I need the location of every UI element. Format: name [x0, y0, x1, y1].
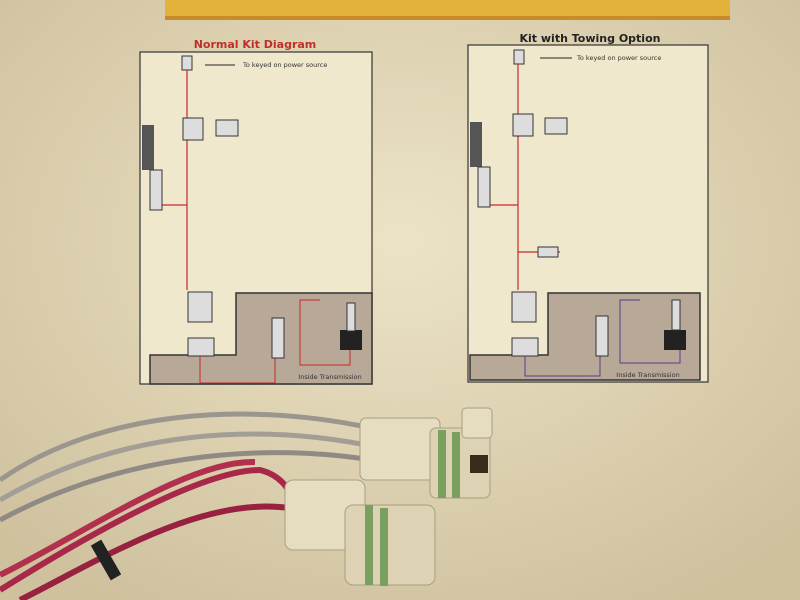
region-label: Inside Transmission [616, 371, 679, 379]
switch-icon [187, 291, 213, 323]
normal-kit-diagram: Normal Kit Diagram To keyed on power sou… [139, 38, 373, 385]
tow-switch-connector-icon [537, 246, 559, 258]
connector-icon [142, 125, 154, 170]
power-label: To keyed on power source [576, 54, 661, 62]
transmission-region [149, 292, 373, 385]
connector-upper [359, 407, 493, 499]
fuse-holder-icon [512, 113, 534, 137]
solenoid-icon [340, 330, 362, 350]
diagram-title: Kit with Towing Option [520, 32, 661, 45]
fuse-holder-icon [182, 117, 204, 141]
banner-strip [165, 0, 730, 20]
red-wire-path [160, 70, 188, 290]
towing-kit-diagram: Kit with Towing Option To keyed on power… [467, 32, 709, 383]
wiring-harness [0, 407, 493, 600]
region-label: Inside Transmission [298, 373, 361, 381]
cable-tie [90, 539, 122, 581]
connector-lower [284, 479, 436, 586]
power-label: To keyed on power source [242, 61, 327, 69]
transmission-region [469, 292, 701, 381]
diagram-title: Normal Kit Diagram [194, 38, 317, 51]
